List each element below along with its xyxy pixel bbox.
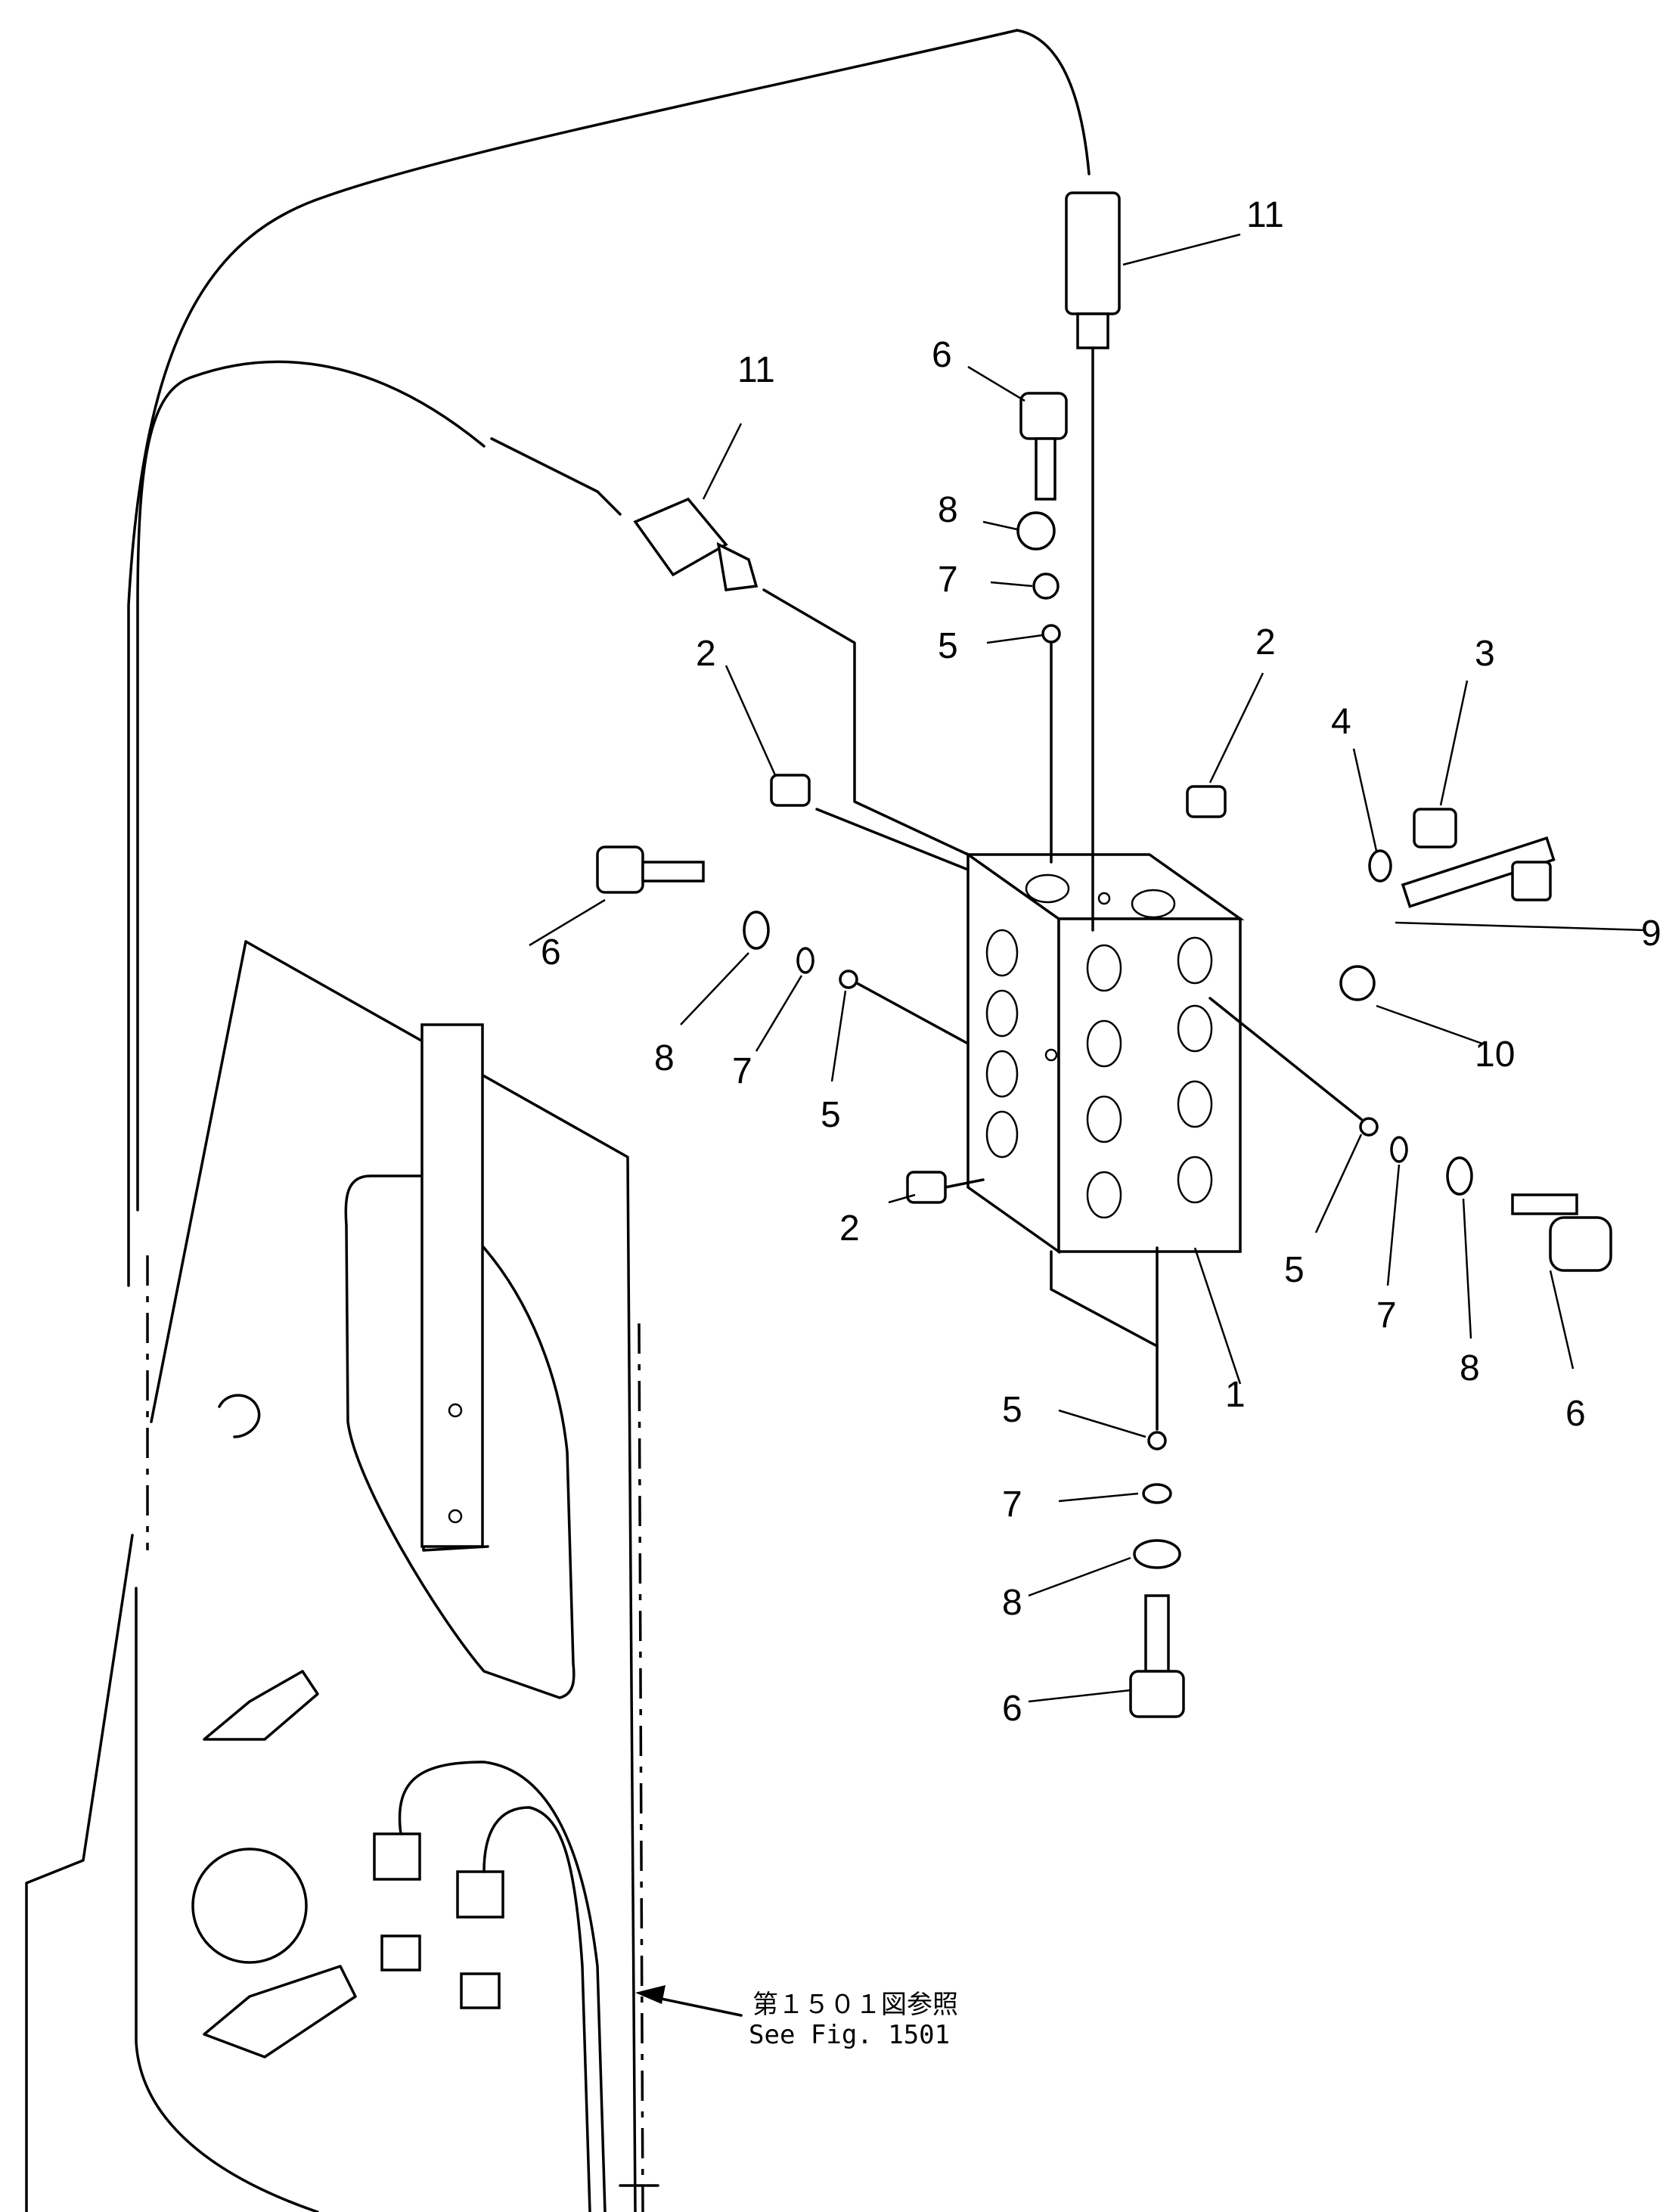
ball-5-left bbox=[839, 969, 858, 989]
o-ring-8-top bbox=[1016, 511, 1056, 551]
ball-5-top bbox=[1041, 624, 1061, 644]
plug-2-upper-left bbox=[770, 774, 811, 807]
label-5-left: 5 bbox=[821, 1095, 841, 1135]
o-ring-7-right bbox=[1390, 1136, 1408, 1163]
ball-5-right bbox=[1359, 1117, 1379, 1137]
label-8-top: 8 bbox=[938, 490, 958, 530]
plug-6-left bbox=[596, 845, 705, 894]
o-ring-8-left bbox=[743, 911, 770, 950]
o-ring-7-top bbox=[1032, 572, 1060, 600]
plug-6-top bbox=[1019, 392, 1068, 501]
ball-5-bottom bbox=[1147, 1431, 1167, 1450]
plug-6-bottom bbox=[1129, 1594, 1185, 1718]
label-10: 10 bbox=[1475, 1035, 1515, 1075]
leader-lines bbox=[529, 233, 1646, 2017]
label-5-bottom: 5 bbox=[1002, 1390, 1022, 1430]
label-8-left: 8 bbox=[654, 1038, 675, 1078]
label-3: 3 bbox=[1475, 634, 1495, 674]
o-ring-7-bottom bbox=[1142, 1483, 1172, 1504]
connector-3 bbox=[380, 1934, 421, 1972]
reference-en: See Fig. 1501 bbox=[749, 2020, 950, 2050]
label-9: 9 bbox=[1641, 914, 1661, 954]
label-5-right: 5 bbox=[1284, 1250, 1305, 1290]
plug-2-lower bbox=[906, 1171, 947, 1204]
part-labels: 11 11 6 8 7 5 2 2 3 4 9 6 8 7 5 10 2 5 7… bbox=[541, 195, 1661, 1729]
label-11-left: 11 bbox=[737, 350, 775, 390]
label-2-lower: 2 bbox=[839, 1208, 860, 1249]
label-4: 4 bbox=[1331, 702, 1351, 742]
label-7-left: 7 bbox=[732, 1051, 752, 1091]
washer-10 bbox=[1339, 965, 1376, 1001]
label-6-right: 6 bbox=[1565, 1394, 1586, 1434]
connector-1 bbox=[373, 1832, 421, 1881]
plug-3 bbox=[1413, 808, 1457, 849]
mounting-plate bbox=[344, 1023, 576, 1699]
connector-4 bbox=[460, 1972, 501, 2009]
frame-outline bbox=[25, 29, 1019, 2212]
label-2-upper-left: 2 bbox=[696, 634, 716, 674]
figure-reference: 第１５０１図参照 See Fig. 1501 bbox=[749, 1990, 958, 2050]
bracket-bar bbox=[420, 1023, 484, 1548]
bolt-9 bbox=[1401, 836, 1556, 908]
reference-jp: 第１５０１図参照 bbox=[752, 1990, 958, 2020]
o-ring-4 bbox=[1368, 849, 1392, 883]
solenoid-valve-left bbox=[490, 437, 970, 856]
plug-2-upper-right bbox=[1186, 785, 1227, 818]
connector-2 bbox=[456, 1870, 504, 1919]
o-ring-7-left bbox=[796, 947, 814, 974]
label-6-top: 6 bbox=[932, 335, 952, 375]
o-ring-8-bottom bbox=[1133, 1539, 1181, 1569]
plug-6-right bbox=[1511, 1193, 1612, 1272]
label-7-bottom: 7 bbox=[1002, 1484, 1022, 1525]
label-8-bottom: 8 bbox=[1002, 1583, 1022, 1623]
control-valve-body bbox=[963, 852, 1245, 1255]
label-6-bottom: 6 bbox=[1002, 1689, 1022, 1729]
label-7-right: 7 bbox=[1376, 1295, 1397, 1336]
harness-lower bbox=[191, 1394, 659, 2212]
label-2-upper-right: 2 bbox=[1255, 622, 1276, 662]
label-5-top: 5 bbox=[938, 626, 958, 666]
label-8-right: 8 bbox=[1460, 1348, 1480, 1388]
label-7-top: 7 bbox=[938, 560, 958, 600]
label-6-left: 6 bbox=[541, 932, 561, 973]
solenoid-valve-top bbox=[1016, 29, 1121, 932]
label-1: 1 bbox=[1225, 1375, 1246, 1415]
label-11-top: 11 bbox=[1246, 195, 1284, 235]
o-ring-8-right bbox=[1446, 1156, 1473, 1196]
